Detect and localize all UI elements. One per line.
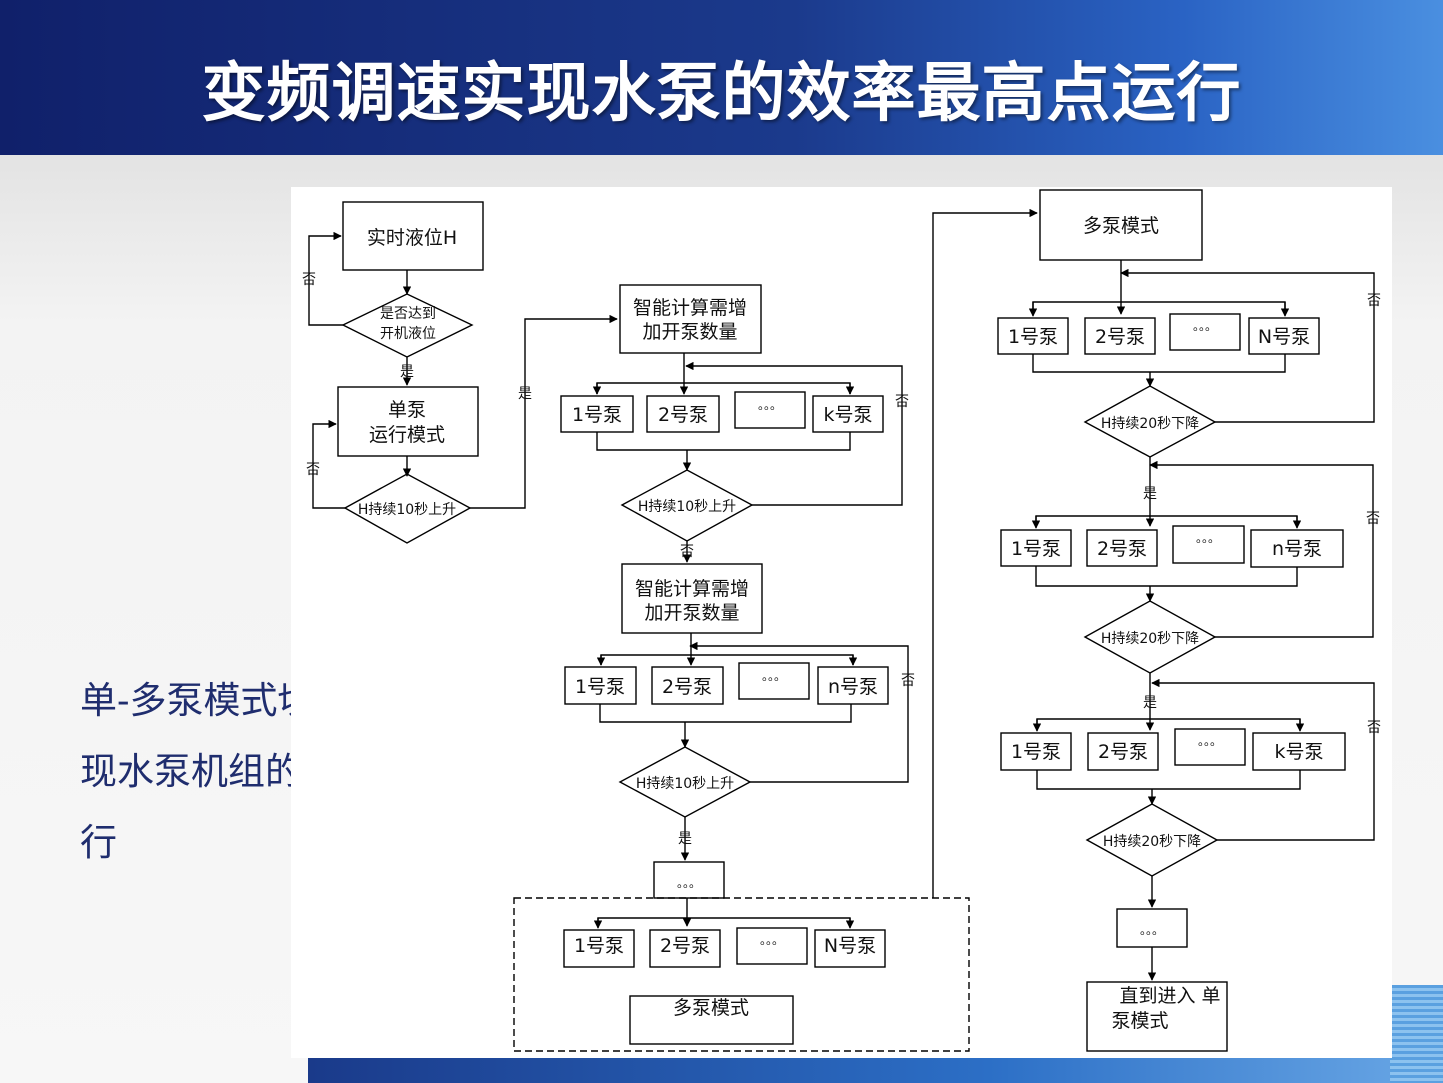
pumpn-box-b — [817, 666, 889, 705]
bottom-accent-bar — [308, 1058, 1443, 1083]
ellipsis-box-g — [1174, 728, 1246, 766]
rise-text-3: H持续10秒上升 — [636, 775, 734, 792]
no-label-1: 否 — [302, 272, 316, 288]
ellipsis-text-d: 。。。 — [760, 933, 784, 947]
smart-calc-text-2b: 加开泵数量 — [644, 602, 739, 624]
single-pump-text-1: 单泵 — [388, 399, 426, 421]
pumpn-text-b: n号泵 — [828, 676, 878, 698]
pumpn-text-e: n号泵 — [1272, 538, 1322, 560]
realtime-level-box — [342, 201, 484, 271]
smart-calc-text-1a: 智能计算需增 — [633, 297, 747, 319]
pump2-box-b — [651, 666, 724, 705]
pump2-box-a — [646, 395, 720, 433]
yes-label-5: 是 — [1143, 695, 1157, 711]
pumpk-box-f — [1252, 732, 1346, 771]
pump2-box-c — [649, 929, 721, 968]
no-label-4: 否 — [680, 544, 694, 560]
yes-label-1: 是 — [400, 364, 414, 380]
single-pump-mode-box — [337, 386, 479, 457]
pumpk-text-f: k号泵 — [1274, 741, 1323, 763]
ellipsis-text-a: 。。。 — [758, 398, 782, 412]
ellipsis-text-f: 。。。 — [1196, 531, 1220, 545]
pump1-text-f: 1号泵 — [1011, 741, 1061, 763]
pump2-text-f: 2号泵 — [1098, 741, 1148, 763]
fall-text-1: H持续20秒下降 — [1101, 415, 1199, 432]
until-single-text-1: 直到进入 单 — [1119, 985, 1220, 1007]
pump1-text-a: 1号泵 — [572, 404, 622, 426]
no-label-8: 否 — [1367, 720, 1381, 736]
pump2-text-a: 2号泵 — [658, 404, 708, 426]
corner-decoration — [1390, 985, 1443, 1083]
no-label-6: 否 — [1367, 293, 1381, 309]
ellipsis-box-c — [653, 861, 725, 899]
ellipsis-text-b: 。。。 — [762, 669, 786, 683]
pump2-box-e — [1086, 529, 1158, 567]
no-label-3: 否 — [895, 394, 909, 410]
rise-text-2: H持续10秒上升 — [638, 498, 736, 515]
smart-calc-box-2 — [621, 563, 763, 634]
pumpk-box-a — [812, 395, 884, 433]
pump2-text-d: 2号泵 — [1095, 326, 1145, 348]
yes-label-3: 是 — [678, 831, 692, 847]
ellipsis-box-f — [1172, 525, 1245, 564]
ellipsis-text-h: 。。。 — [1140, 923, 1164, 937]
pump1-text-b: 1号泵 — [575, 676, 625, 698]
multi-pump-text-a: 多泵模式 — [673, 997, 749, 1019]
no-label-2: 否 — [306, 462, 320, 478]
reach-level-text-1: 是否达到 — [380, 306, 436, 322]
realtime-level-text: 实时液位H — [367, 227, 457, 249]
pump2-text-e: 2号泵 — [1097, 538, 1147, 560]
pump1-box-f — [1000, 732, 1072, 771]
multi-pump-text-b: 多泵模式 — [1083, 215, 1159, 237]
reach-level-text-2: 开机液位 — [380, 326, 436, 342]
pumpN-box-d — [1248, 317, 1320, 355]
ellipsis-box-b — [738, 662, 810, 700]
ellipsis-text-e: 。。。 — [1193, 319, 1217, 333]
ellipsis-text-g: 。。。 — [1198, 734, 1222, 748]
single-pump-text-2: 运行模式 — [369, 424, 445, 446]
pump2-text-c: 2号泵 — [660, 935, 710, 957]
slide-title: 变频调速实现水泵的效率最高点运行 — [201, 57, 1242, 131]
no-label-7: 否 — [1366, 511, 1380, 527]
fall-text-3: H持续20秒下降 — [1103, 833, 1201, 850]
pump1-text-e: 1号泵 — [1011, 538, 1061, 560]
fall-text-2: H持续20秒下降 — [1101, 630, 1199, 647]
title-banner: 变频调速实现水泵的效率最高点运行 — [0, 0, 1443, 155]
ellipsis-text-c: 。。。 — [677, 876, 701, 890]
pump1-text-d: 1号泵 — [1008, 326, 1058, 348]
pump2-box-f — [1087, 732, 1159, 771]
final-multi-group — [513, 897, 970, 1052]
smart-calc-text-1b: 加开泵数量 — [642, 321, 737, 343]
pumpN-box-c — [814, 929, 886, 968]
reach-level-decision — [341, 293, 474, 358]
pumpN-text-d: N号泵 — [1258, 326, 1310, 348]
ellipsis-box-e — [1169, 313, 1241, 351]
until-single-text-2: 泵模式 — [1111, 1010, 1168, 1032]
pump1-text-c: 1号泵 — [574, 935, 624, 957]
pumpN-text-c: N号泵 — [824, 935, 876, 957]
yes-label-4: 是 — [1143, 486, 1157, 502]
yes-label-2: 是 — [518, 386, 532, 402]
pumpk-text-a: k号泵 — [823, 404, 872, 426]
smart-calc-box-1 — [619, 284, 762, 354]
until-single-box — [1086, 981, 1228, 1052]
ellipsis-box-a — [734, 391, 806, 429]
smart-calc-text-2a: 智能计算需增 — [635, 578, 749, 600]
rise-text-1: H持续10秒上升 — [358, 501, 456, 518]
flowchart-panel — [291, 187, 1392, 1058]
multi-pump-mode-box-a — [629, 995, 794, 1045]
ellipsis-box-d — [736, 927, 808, 965]
pump2-text-b: 2号泵 — [662, 676, 712, 698]
pump2-box-d — [1084, 317, 1156, 355]
pump1-box-c — [563, 929, 635, 968]
no-label-5: 否 — [901, 673, 915, 689]
